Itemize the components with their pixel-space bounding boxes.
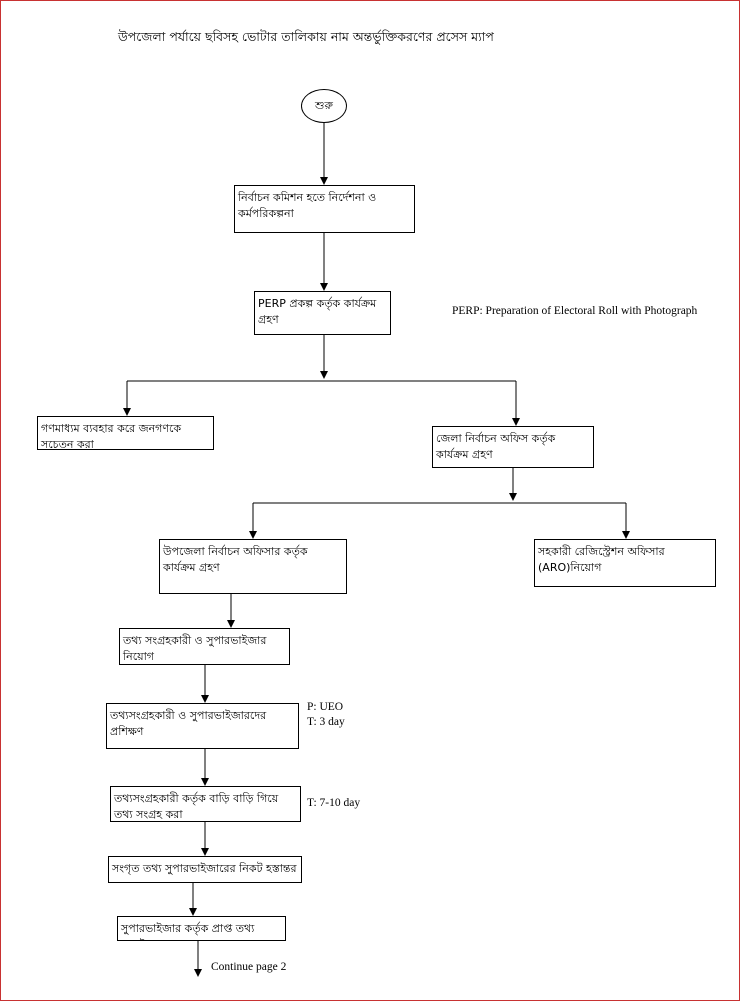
box-aro-appointment: সহকারী রেজিস্ট্রেশন অফিসার (ARO)নিয়োগ: [534, 539, 716, 587]
box-ec-directive: নির্বাচন কমিশন হতে নির্দেশনা ও কর্মপরিকল…: [234, 185, 415, 233]
note-collection-time: T: 7-10 day: [307, 797, 361, 809]
start-node: শুরু: [301, 89, 347, 123]
box-collector-supervisor-appointment: তথ্য সংগ্রহকারী ও সুপারভাইজার নিয়োগ: [119, 628, 290, 665]
box-verification: সুপারভাইজার কর্তৃক প্রাপ্ত তথ্য যাচাই কর…: [117, 916, 286, 941]
note-training-time: T: 3 day: [307, 716, 345, 728]
box-district-office: জেলা নির্বাচন অফিস কর্তৃক কার্যক্রম গ্রহ…: [432, 426, 594, 468]
note-perp-definition: PERP: Preparation of Electoral Roll with…: [452, 305, 698, 317]
box-upazila-officer: উপজেলা নির্বাচন অফিসার কর্তৃক কার্যক্রম …: [159, 539, 347, 594]
diagram-title: উপজেলা পর্যায়ে ছবিসহ ভোটার তালিকায় নাম…: [118, 29, 494, 44]
note-continue: Continue page 2: [211, 961, 287, 973]
note-training-person: P: UEO: [307, 701, 344, 713]
box-handover: সংগৃত তথ্য সুপারভাইজারের নিকট হস্তান্তর: [108, 856, 302, 883]
box-training: তথ্যসংগ্রহকারী ও সুপারভাইজারদের প্রশিক্ষ…: [106, 703, 299, 749]
box-door-to-door: তথ্যসংগ্রহকারী কর্তৃক বাড়ি বাড়ি গিয়ে …: [110, 786, 301, 822]
box-perp-program: PERP প্রকল্প কর্তৃক কার্যক্রম গ্রহণ: [254, 291, 391, 335]
box-media-awareness: গণমাধ্যম ব্যবহার করে জনগণকে সচেতন করা: [37, 416, 214, 450]
